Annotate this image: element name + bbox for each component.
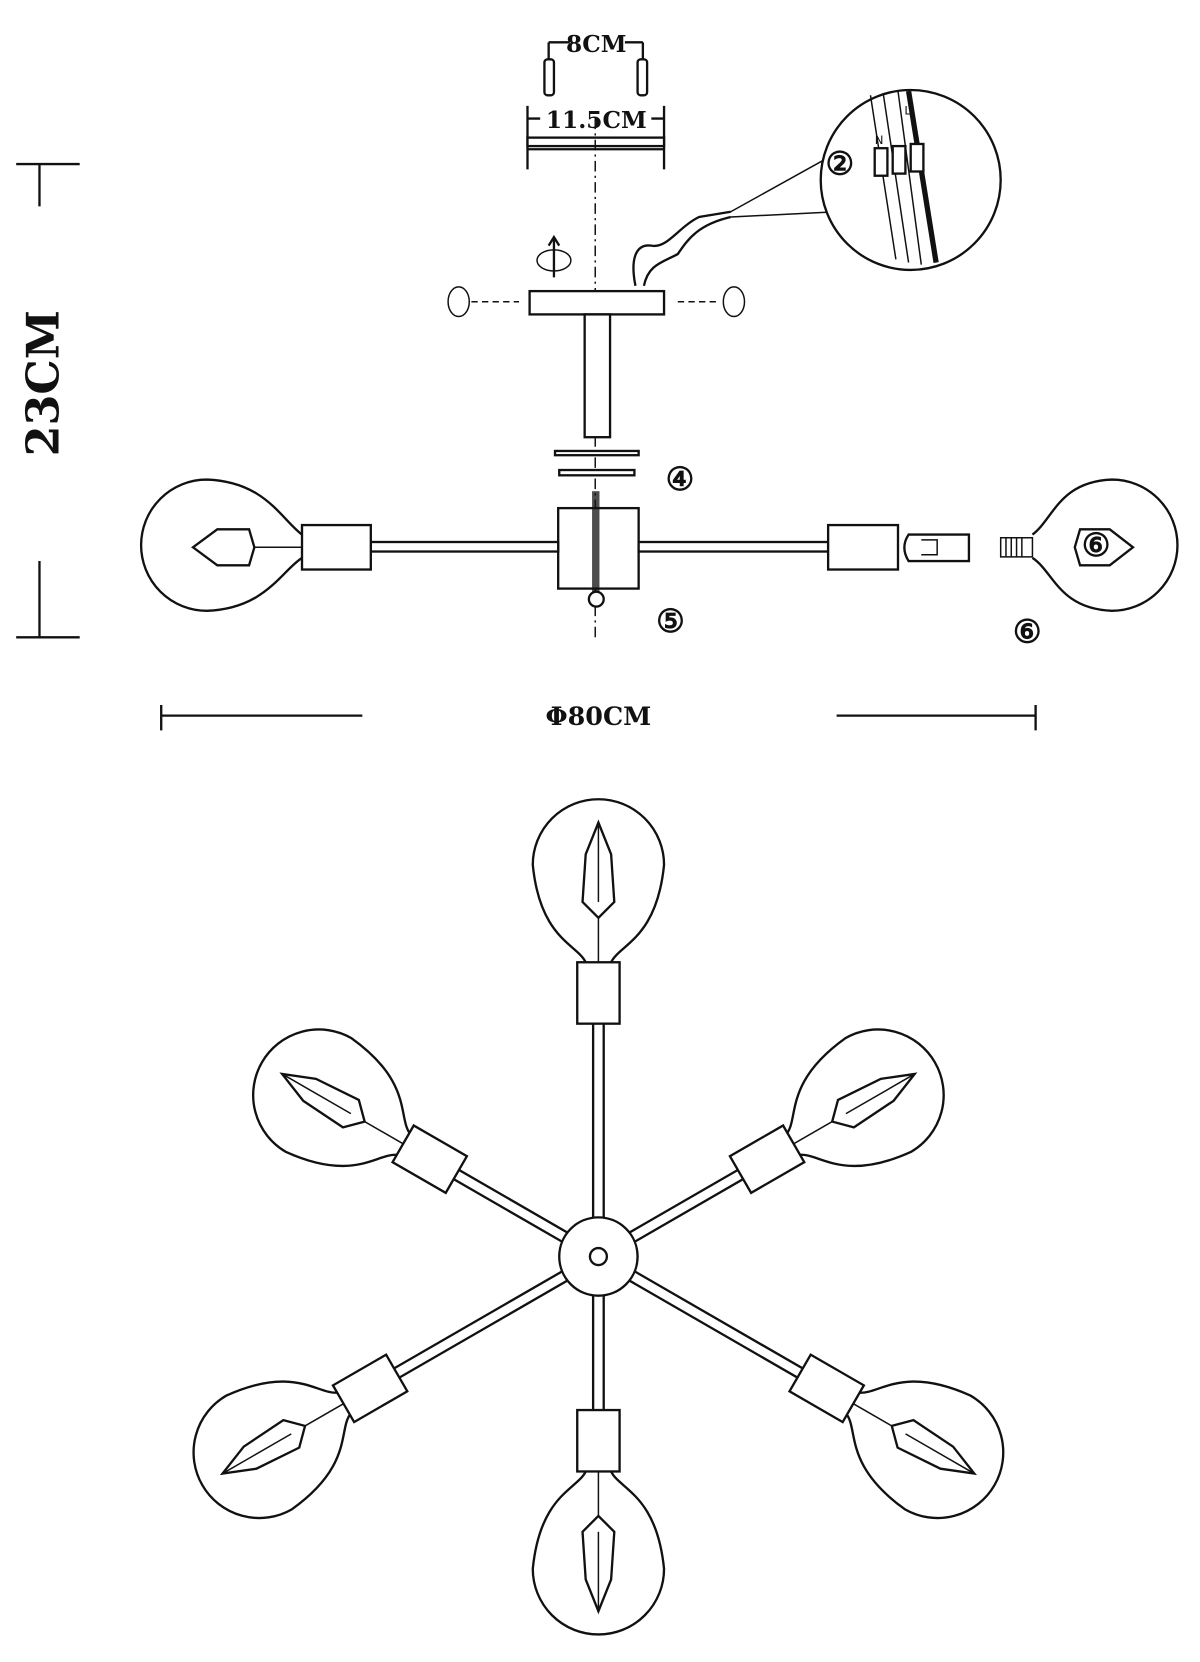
dimension-11-5cm: 11.5CM: [546, 107, 647, 134]
arm-assembly: [531, 1293, 666, 1636]
bracket-width-dimension: 11.5CM: [526, 105, 666, 170]
screw-spacing-dimension: 8CM: [543, 31, 649, 97]
bulb: [192, 1380, 351, 1520]
socket: [787, 1353, 866, 1424]
socket-right: [826, 523, 900, 571]
dimension-80cm: Φ80CM: [546, 701, 652, 731]
washer: [553, 449, 640, 457]
hub-center-hole: [588, 1246, 609, 1267]
filament: [279, 1072, 367, 1129]
bulb: [786, 1028, 945, 1168]
supply-wires: [632, 210, 731, 287]
bulb: [252, 1028, 411, 1168]
callout-5: ⑤: [656, 603, 684, 640]
height-dimension: 23CM: [16, 162, 80, 639]
arm-assembly: [252, 1028, 570, 1244]
socket: [576, 1408, 621, 1473]
bulb-right: ⑥: [999, 478, 1179, 612]
top-view: [192, 798, 1005, 1636]
bulb: [845, 1380, 1005, 1520]
filament: [830, 1072, 918, 1129]
filament: [890, 1418, 978, 1476]
callout-4: ④: [666, 461, 694, 498]
socket: [576, 961, 621, 1025]
bulb: [531, 798, 666, 963]
side-elevation: 8CM 11.5CM N L: [16, 31, 1179, 731]
rotate-arrow-icon: [447, 234, 746, 318]
washer: [558, 468, 636, 477]
screw-icon: [543, 58, 556, 97]
arm-assembly: [627, 1028, 945, 1244]
hub-top: [558, 1216, 639, 1297]
arm-assembly: [192, 1269, 570, 1520]
bulb-left: [140, 478, 303, 612]
wiring-detail-magnifier: N L ②: [730, 88, 1002, 272]
arm-assembly: [627, 1269, 1005, 1520]
socket: [390, 1123, 469, 1195]
callout-2: ②: [826, 146, 854, 183]
terminal-label-n: N: [875, 133, 884, 147]
terminal-block: [873, 147, 889, 177]
arm-assembly: [531, 798, 666, 1220]
arm-left: [369, 540, 560, 553]
terminal-label-l: L: [904, 103, 911, 117]
terminal-block: [909, 142, 925, 173]
screw-icon: [636, 58, 649, 97]
socket: [331, 1353, 409, 1424]
down-rod: [583, 313, 612, 439]
arm-right: [637, 540, 830, 553]
diameter-dimension: Φ80CM: [160, 701, 1037, 731]
socket-left: [300, 523, 372, 571]
socket: [728, 1123, 806, 1195]
bulb: [531, 1470, 666, 1636]
canopy: [528, 289, 666, 316]
terminal-block: [891, 144, 907, 175]
callout-6: ⑥: [1013, 614, 1041, 651]
callout-6-installed: ⑥: [1082, 527, 1110, 564]
dimension-8cm: 8CM: [566, 31, 626, 58]
dimension-23cm: 23CM: [18, 310, 70, 456]
